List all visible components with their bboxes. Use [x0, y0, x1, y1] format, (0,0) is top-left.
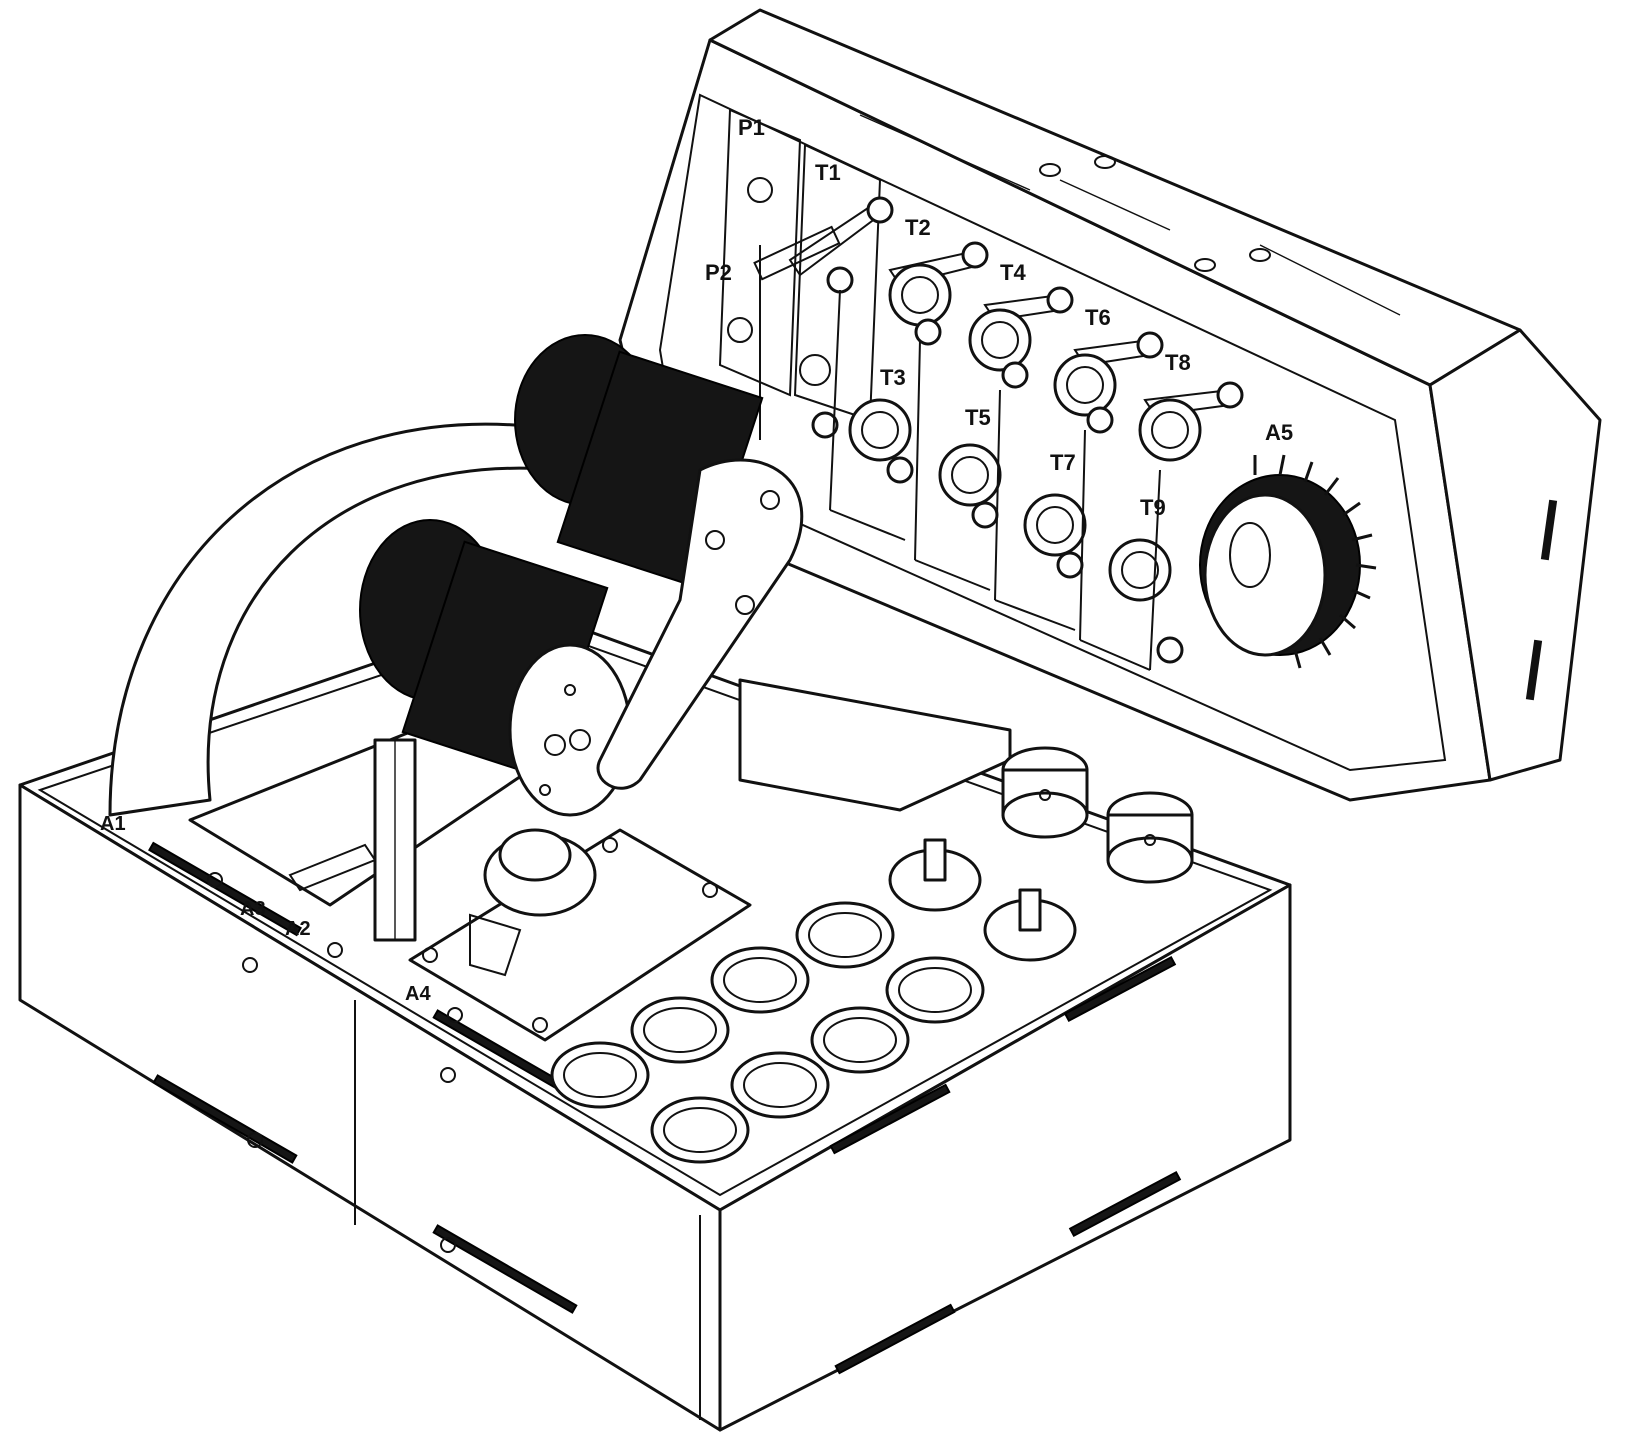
label-t7: T7: [1050, 450, 1076, 475]
push-button-grid: [550, 901, 985, 1164]
upper-switch-panel: [618, 8, 1602, 802]
push-button-4: [630, 996, 730, 1064]
label-t9: T9: [1140, 495, 1166, 520]
label-a5: A5: [1265, 420, 1293, 445]
mode-dial-2: [1106, 791, 1194, 884]
toggle-switch-t6: [968, 286, 1074, 389]
label-t5: T5: [965, 405, 991, 430]
push-button-3: [885, 956, 985, 1024]
label-t4: T4: [1000, 260, 1026, 285]
label-t3: T3: [880, 365, 906, 390]
label-p2: P2: [705, 260, 732, 285]
label-t1: T1: [815, 160, 841, 185]
push-button-8: [650, 1096, 750, 1164]
toggle-switch-t9: [1138, 381, 1244, 462]
label-a1: A1: [100, 813, 126, 835]
push-button-7: [730, 1051, 830, 1119]
label-a2: A2: [285, 918, 311, 940]
label-a4: A4: [405, 983, 431, 1005]
label-layer: P1 P2 T1 T2 T3 T4 T5 T6 T7 T8 T9 A1 A2 A…: [100, 115, 1293, 1005]
toggle-switch-row: [759, 196, 1244, 671]
label-a3: A3: [240, 898, 266, 920]
label-p1: P1: [738, 115, 765, 140]
push-button-2: [710, 946, 810, 1014]
label-t8: T8: [1165, 350, 1191, 375]
label-t6: T6: [1085, 305, 1111, 330]
throttle-grip-right: [514, 334, 804, 790]
mode-dial-1: [1001, 746, 1089, 839]
panel-window: [738, 678, 1012, 812]
base-toggle-1: [888, 838, 982, 912]
rotary-knob-a5: [1199, 454, 1377, 669]
toggle-switch-t2: [788, 196, 894, 294]
label-t2: T2: [905, 215, 931, 240]
push-button-1: [795, 901, 895, 969]
mini-joystick: [469, 828, 597, 977]
toggle-switch-t8: [1053, 331, 1164, 434]
push-button-6: [550, 1041, 650, 1109]
base-toggle-2: [983, 888, 1077, 962]
toggle-switch-t4: [888, 241, 989, 346]
push-button-5: [810, 1006, 910, 1074]
